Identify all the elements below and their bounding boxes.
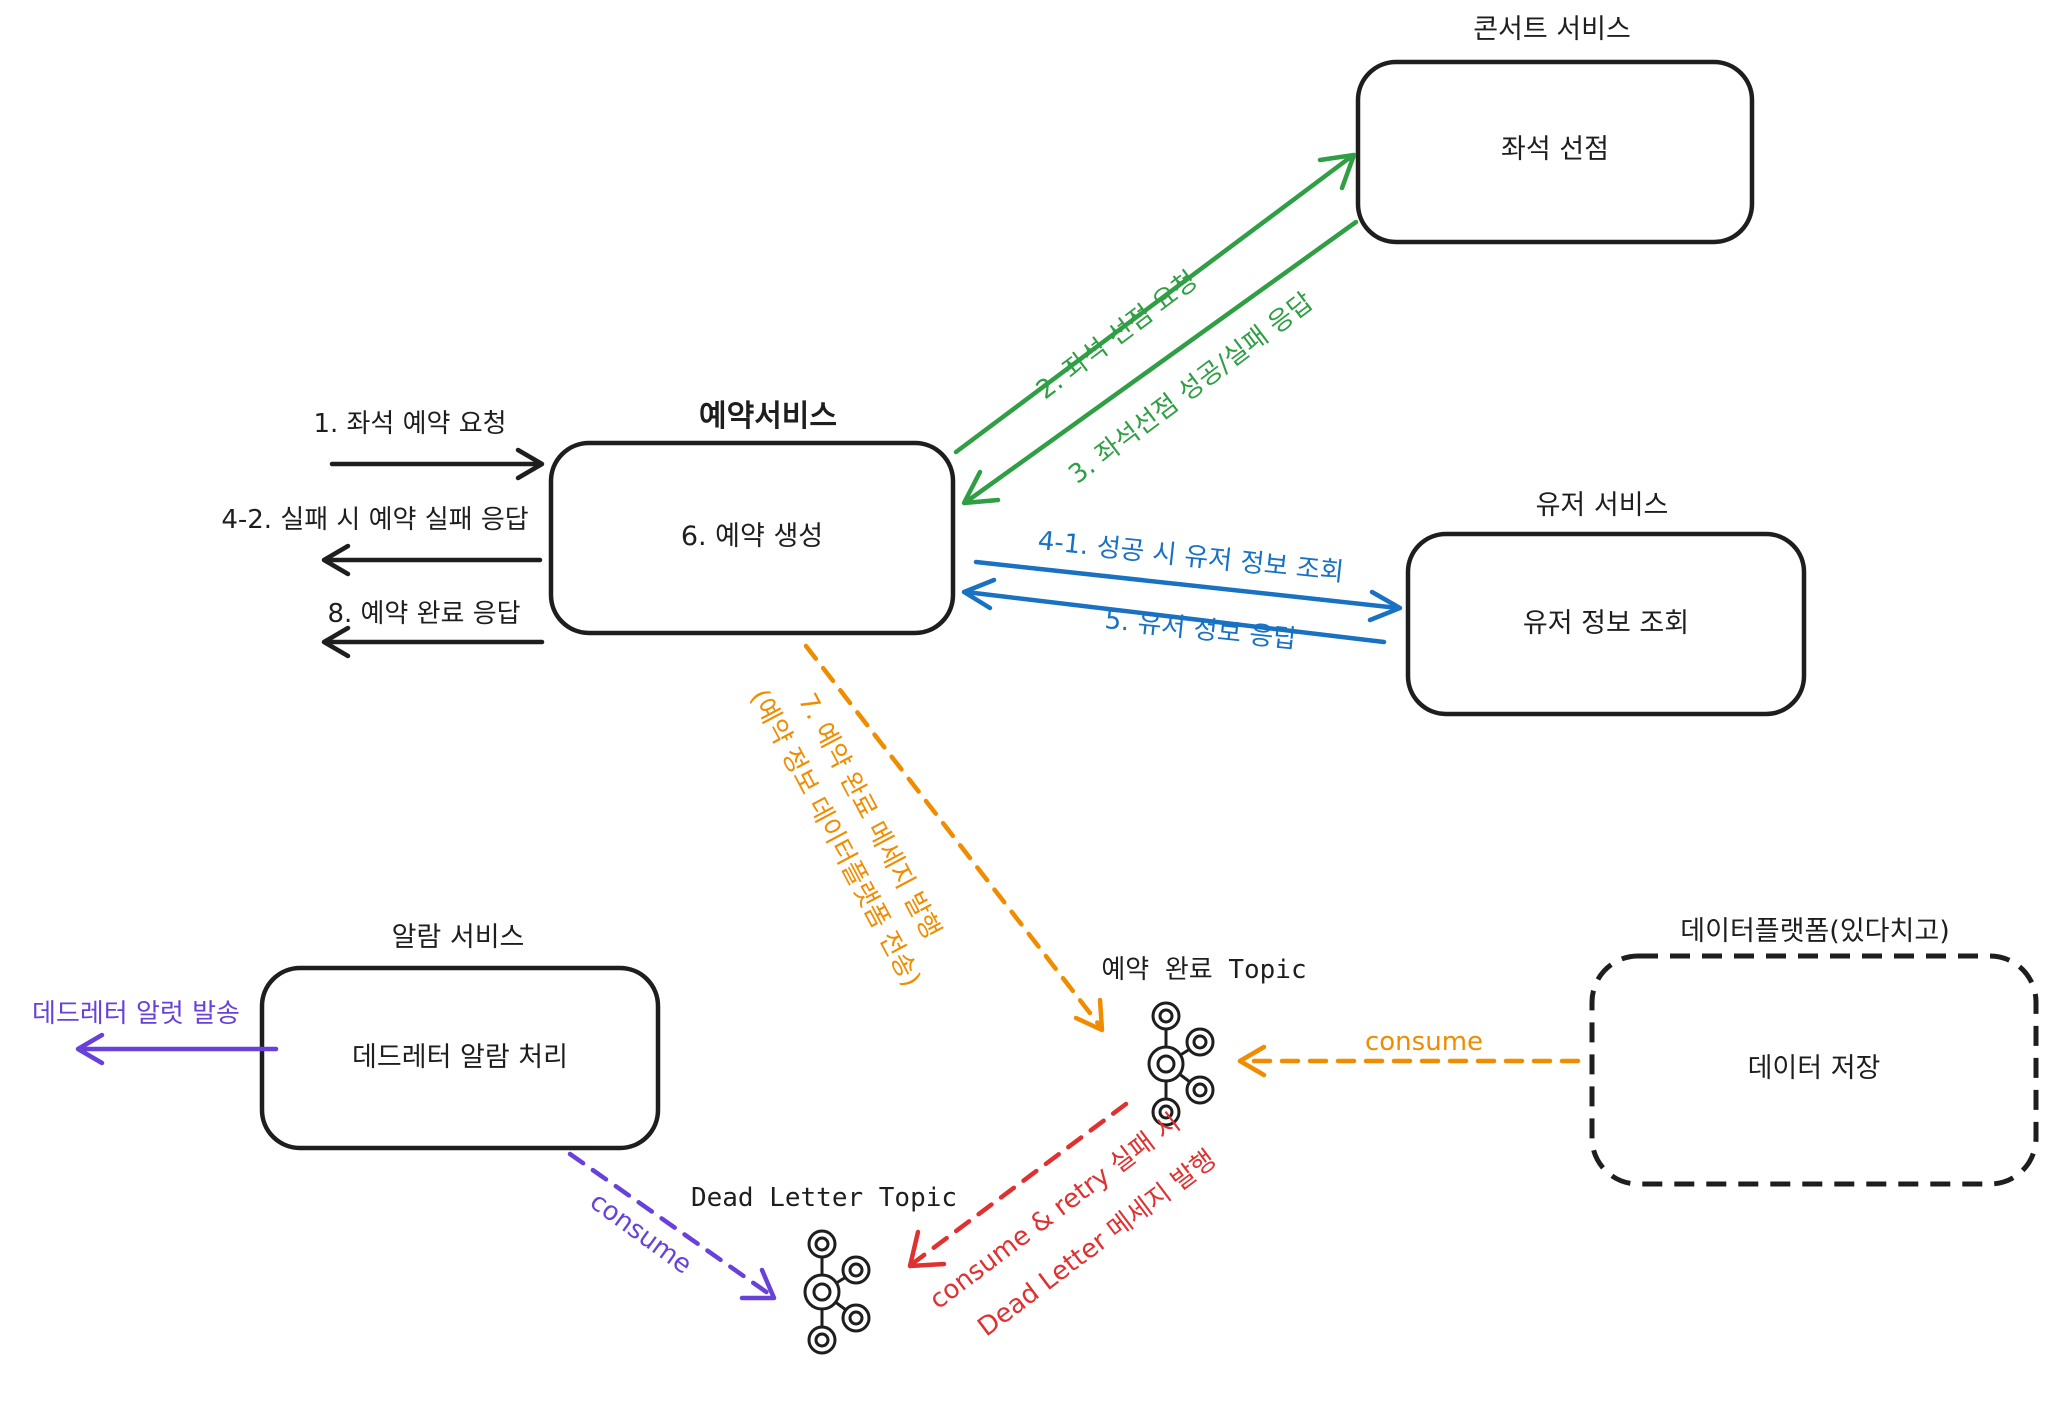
data-platform-box [1589, 953, 2039, 1187]
complete-topic-label: 예약 완료 Topic [1101, 955, 1306, 985]
alarm-service-node: 알람 서비스 데드레터 알람 처리 [259, 922, 661, 1151]
reservation-service-title: 예약서비스 [699, 399, 837, 434]
user-service-node: 유저 서비스 유저 정보 조회 [1405, 490, 1807, 717]
user-service-box [1405, 531, 1807, 717]
edge-8-label: 8. 예약 완료 응답 [327, 599, 520, 629]
alarm-service-title: 알람 서비스 [392, 922, 525, 953]
reservation-service-node: 예약서비스 6. 예약 생성 [548, 399, 956, 636]
edge-5-user-response [961, 577, 1387, 645]
edge-3-label: 3. 좌석선점 성공/실패 응답 [1063, 287, 1319, 490]
alarm-service-label: 데드레터 알람 처리 [352, 1042, 568, 1073]
edge-1-request [329, 447, 545, 481]
edge-4-1-user-request [973, 559, 1403, 623]
dead-letter-topic: Dead Letter Topic [691, 1183, 957, 1355]
concert-service-label: 좌석 선점 [1501, 134, 1609, 165]
concert-service-node: 콘서트 서비스 좌석 선점 [1355, 14, 1755, 245]
edge-4-2-label: 4-2. 실패 시 예약 실패 응답 [221, 505, 528, 535]
edge-5-label: 5. 유저 정보 응답 [1103, 605, 1298, 655]
kafka-icon [803, 1229, 871, 1355]
data-platform-label: 데이터 저장 [1748, 1053, 1881, 1084]
edge-alert-label: 데드레터 알럿 발송 [32, 999, 240, 1029]
alarm-service-box [259, 965, 661, 1151]
edge-3-seat-response [961, 219, 1359, 506]
concert-service-box [1355, 59, 1755, 245]
edge-7-publish [803, 643, 1105, 1033]
user-service-label: 유저 정보 조회 [1523, 608, 1689, 639]
edge-consume-platform [1237, 1044, 1581, 1078]
data-platform-node: 데이터플랫폼(있다치고) 데이터 저장 [1589, 916, 2039, 1187]
edge-8-complete-response [321, 625, 545, 659]
kafka-icon [1147, 1001, 1215, 1127]
edge-2-seat-request [953, 152, 1357, 455]
edge-consume-alarm [567, 1151, 777, 1301]
edge-dead-letter-publish [907, 1101, 1129, 1269]
user-service-title: 유저 서비스 [1536, 490, 1669, 521]
dead-letter-topic-label: Dead Letter Topic [691, 1183, 957, 1213]
concert-service-title: 콘서트 서비스 [1473, 14, 1631, 45]
data-platform-title: 데이터플랫폼(있다치고) [1680, 916, 1949, 947]
edge-consume-alarm-label: consume [584, 1187, 697, 1281]
edge-alert [75, 1032, 279, 1066]
reservation-service-label: 6. 예약 생성 [681, 521, 823, 552]
edge-4-2-fail-response [321, 543, 543, 577]
edge-consume-platform-label: consume [1365, 1027, 1483, 1057]
edge-4-1-label: 4-1. 성공 시 유저 정보 조회 [1036, 526, 1345, 588]
complete-topic: 예약 완료 Topic [1101, 955, 1307, 1127]
reservation-service-box [548, 440, 956, 636]
edge-1-label: 1. 좌석 예약 요청 [313, 409, 506, 439]
